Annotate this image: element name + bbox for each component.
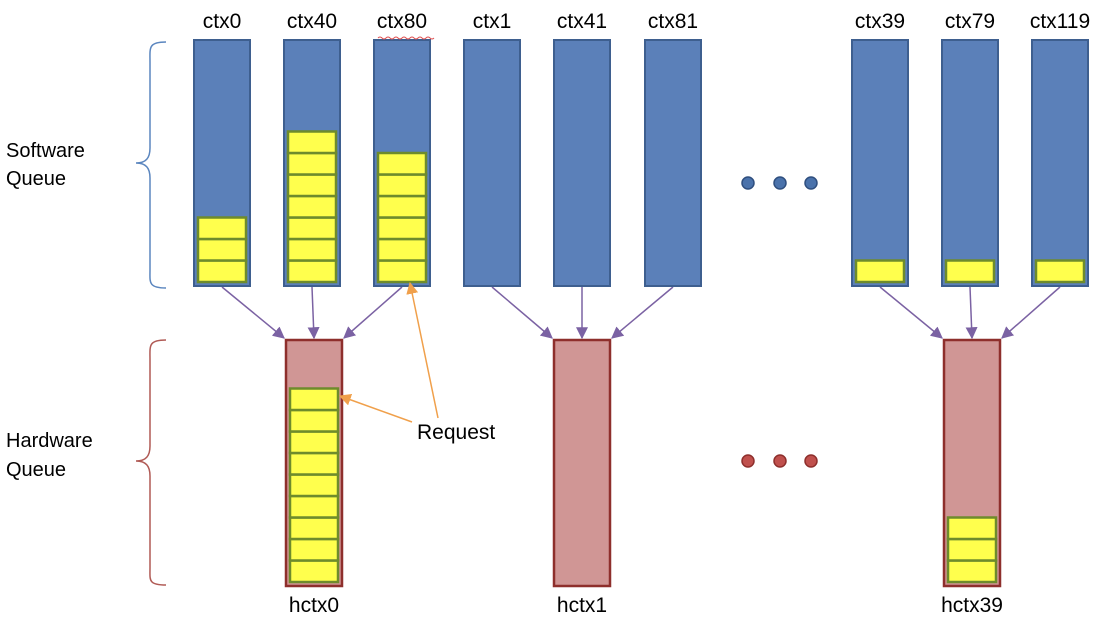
request-block	[286, 130, 338, 155]
software-queue-ctx119: ctx119	[1030, 10, 1090, 287]
software-ellipsis-dot	[773, 176, 787, 190]
request-pointer-to-hardware	[338, 394, 413, 423]
software-queue-ctx40: ctx40	[283, 10, 341, 287]
connector-arrow	[611, 286, 674, 339]
request-block	[288, 559, 340, 584]
request-block	[286, 194, 338, 219]
software-queue-ctx80: ctx80	[373, 10, 431, 287]
request-block	[286, 151, 338, 176]
software-ellipsis-dot	[741, 176, 755, 190]
request-block	[376, 216, 428, 241]
hardware-queue-brace	[135, 339, 167, 586]
software-queue-label: ctx80	[377, 10, 427, 33]
hardware-queue-label-line2: Queue	[6, 459, 66, 481]
hardware-ellipsis-dot	[804, 454, 818, 468]
request-block	[854, 259, 906, 284]
request-block	[196, 259, 248, 284]
software-queue-group: ctx0 ctx40 ctx80 ctx1 ctx41 ctx81 ctx39 ctx79 ct…	[193, 10, 1090, 287]
hardware-queue-label: hctx0	[289, 594, 339, 617]
software-queue-label: ctx0	[203, 10, 242, 33]
software-queue-column	[644, 39, 702, 287]
request-block	[288, 516, 340, 541]
request-block	[286, 216, 338, 241]
hardware-queue-label: hctx1	[557, 594, 607, 617]
software-queue-column	[553, 39, 611, 287]
request-block	[288, 494, 340, 519]
software-queue-ctx81: ctx81	[644, 10, 702, 287]
software-queue-ctx0: ctx0	[193, 10, 251, 287]
queue-connectors	[221, 286, 1061, 340]
software-queue-label: ctx119	[1030, 10, 1090, 33]
request-block	[286, 259, 338, 284]
request-block	[376, 173, 428, 198]
connector-arrow	[343, 286, 403, 339]
hardware-ellipsis	[741, 454, 818, 468]
software-queue-ctx1: ctx1	[463, 10, 521, 287]
request-block	[946, 559, 998, 584]
request-block	[1034, 259, 1086, 284]
hardware-queue-group: hctx0 hctx1 hctx39	[284, 338, 1003, 617]
connector-arrow	[879, 286, 943, 339]
request-block	[288, 387, 340, 412]
software-queue-column	[463, 39, 521, 287]
request-block	[288, 537, 340, 562]
software-queue-column	[941, 39, 999, 287]
hardware-queue-hctx0: hctx0	[284, 338, 344, 617]
connector-arrow	[221, 286, 285, 339]
software-queue-label: ctx39	[855, 10, 905, 33]
request-callout: Request	[338, 281, 495, 444]
request-block	[196, 237, 248, 262]
request-block	[286, 237, 338, 262]
hardware-ellipsis-dot	[773, 454, 787, 468]
software-queue-label: ctx79	[945, 10, 995, 33]
connector-arrow	[965, 286, 978, 340]
hardware-queue-hctx1: hctx1	[552, 338, 612, 617]
request-block	[376, 237, 428, 262]
request-label: Request	[417, 421, 495, 444]
request-block	[196, 216, 248, 241]
hardware-ellipsis-dot	[741, 454, 755, 468]
request-block	[376, 259, 428, 284]
software-queue-label: ctx41	[557, 10, 607, 33]
request-block	[288, 451, 340, 476]
hardware-queue-column	[552, 338, 612, 588]
request-block	[944, 259, 996, 284]
hardware-queue-label: hctx39	[941, 594, 1003, 617]
software-ellipsis-dot	[804, 176, 818, 190]
request-block	[946, 537, 998, 562]
software-queue-ctx79: ctx79	[941, 10, 999, 287]
software-queue-label-line2: Queue	[6, 168, 66, 190]
request-block	[376, 194, 428, 219]
software-queue-label: ctx40	[287, 10, 337, 33]
connector-arrow	[307, 286, 320, 340]
request-block	[286, 173, 338, 198]
request-block	[288, 430, 340, 455]
connector-arrow	[1001, 286, 1061, 339]
software-queue-column	[851, 39, 909, 287]
hardware-queue-label-line1: Hardware	[6, 430, 93, 452]
request-block	[288, 408, 340, 433]
request-block	[288, 473, 340, 498]
hardware-queue-hctx39: hctx39	[941, 338, 1003, 617]
spellcheck-squiggle	[377, 36, 435, 40]
request-pointer-to-software	[406, 281, 439, 419]
request-block	[946, 516, 998, 541]
software-queue-brace	[135, 41, 167, 289]
software-queue-column	[1031, 39, 1089, 287]
request-block	[376, 151, 428, 176]
software-queue-ctx41: ctx41	[553, 10, 611, 287]
software-queue-label: ctx1	[473, 10, 512, 33]
software-ellipsis	[741, 176, 818, 190]
software-queue-ctx39: ctx39	[851, 10, 909, 287]
software-queue-label: ctx81	[648, 10, 698, 33]
connector-arrow	[491, 286, 553, 339]
software-queue-label-line1: Software	[6, 140, 85, 162]
